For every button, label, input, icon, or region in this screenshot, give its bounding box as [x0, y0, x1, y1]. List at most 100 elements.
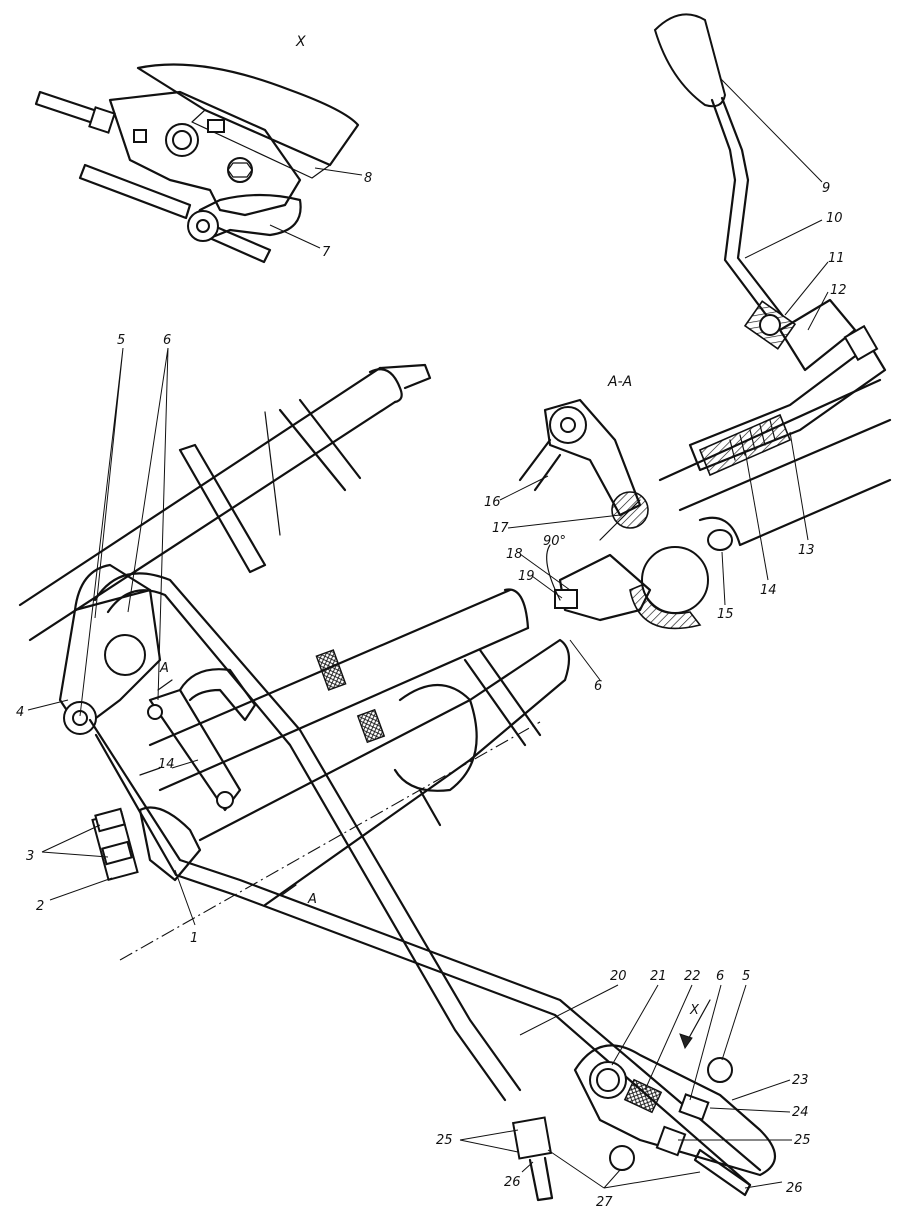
ball-joint-stud-26: [528, 1156, 554, 1202]
knurled-grip-upper: [315, 649, 347, 691]
callout-11: 11: [828, 251, 845, 266]
leader-16: [499, 475, 549, 501]
lower-nut-25: [655, 1125, 687, 1157]
callout-6-lower: 6: [716, 969, 724, 984]
leader-18: [519, 553, 571, 591]
callout-4: 4: [16, 705, 24, 720]
callout-25-left: 25: [436, 1133, 453, 1148]
upper-board: [178, 443, 267, 574]
angle-arc: [546, 544, 561, 601]
column-flange: [393, 683, 478, 792]
lower-bushing-22: [623, 1078, 663, 1114]
callout-14-left: 14: [158, 757, 175, 772]
lever-knob-9: [653, 13, 727, 108]
label-detail-x: X: [295, 34, 306, 50]
callout-16: 16: [484, 495, 501, 510]
leader-6-lower: [689, 984, 722, 1101]
leader-17: [507, 514, 621, 529]
leader-14-left: [171, 759, 199, 769]
leader-25-left: [459, 1129, 519, 1153]
section-tube-wall: [629, 583, 702, 630]
lever-rod-10: [710, 96, 784, 322]
leader-6-section: [569, 639, 601, 681]
section-clamp-18: [558, 553, 652, 622]
lower-hole-27: [609, 1145, 635, 1171]
detail-rod-nut: [88, 106, 116, 134]
lever-4-hub: [104, 634, 146, 676]
housing-end-cap: [843, 324, 879, 362]
callout-14-right: 14: [760, 583, 777, 598]
leader-7: [269, 224, 321, 249]
lever-4-pin-inner: [72, 710, 88, 726]
leader-14-right: [744, 449, 769, 581]
callout-2: 2: [36, 899, 44, 914]
label-section-mark-a-bottom: А: [307, 892, 317, 907]
upper-tube-end: [368, 368, 403, 404]
lever-14-pin: [147, 704, 163, 720]
detail-rod-lower: [78, 163, 192, 220]
leader-1: [174, 869, 196, 926]
knurled-grip-lower: [356, 708, 386, 744]
detail-pivot-inner: [172, 130, 192, 150]
callout-9: 9: [822, 181, 830, 196]
callout-labels: 1 2 3 4 5 6 7 8 9 10 11 12 13 14 14 15 1…: [16, 171, 847, 1210]
section-nut-19: [554, 589, 578, 609]
ball-joint-25: [511, 1116, 553, 1160]
callout-6-section: 6: [594, 679, 602, 694]
arrow-x-head: [679, 1033, 693, 1050]
shaft-15: [658, 378, 892, 512]
callout-25-right: 25: [794, 1133, 811, 1148]
upper-clamp: [278, 398, 362, 492]
leader-20: [519, 984, 619, 1036]
cover-plate: [136, 63, 360, 167]
lower-nut-24: [678, 1093, 710, 1121]
lever-14: [148, 688, 242, 812]
section-aa: А-А 90°: [518, 374, 709, 630]
callout-12: 12: [830, 283, 847, 298]
leader-6: [127, 347, 169, 701]
shaft-15-end: [707, 529, 733, 551]
upper-bracket: [264, 411, 281, 536]
detail-bolt-hex: [227, 162, 253, 178]
callout-26-right: 26: [786, 1181, 803, 1196]
callout-6: 6: [163, 333, 171, 348]
housing-13: [688, 343, 887, 472]
label-section-aa: А-А: [607, 374, 632, 390]
callout-20: 20: [610, 969, 627, 984]
section-lever-hub-inner: [560, 417, 576, 433]
leader-11: [784, 261, 829, 316]
lower-hole-5: [707, 1057, 733, 1083]
lever-14-hook: [178, 668, 257, 722]
leader-15: [721, 551, 726, 606]
lower-tube-end: [503, 588, 530, 630]
leader-21: [611, 984, 659, 1066]
lower-right-assembly: X: [511, 999, 776, 1202]
leader-23: [731, 1079, 791, 1101]
column-housing: [198, 638, 571, 907]
lever-4-top: [73, 563, 152, 612]
callout-21: 21: [650, 969, 667, 984]
leader-13: [789, 431, 809, 541]
callout-1: 1: [190, 931, 198, 946]
lower-boss-21-inner: [596, 1068, 620, 1092]
detail-rod-upper: [34, 90, 102, 126]
nut-3-upper: [94, 807, 126, 833]
cover-plate-edge: [191, 109, 331, 179]
callout-18: 18: [506, 547, 523, 562]
left-linkage: А А: [58, 563, 762, 1187]
callout-5-lower: 5: [742, 969, 750, 984]
leader-9: [719, 77, 823, 183]
leader-26-left: [521, 1161, 534, 1173]
leader-22: [644, 984, 693, 1091]
detail-bolt-head: [227, 157, 253, 183]
angle-ray: [599, 499, 641, 541]
callout-10: 10: [826, 211, 843, 226]
leader-24: [709, 1107, 791, 1113]
leader-26-right: [744, 1181, 783, 1189]
column-assembly: [18, 363, 571, 961]
detail-view-x: X: [34, 34, 360, 264]
upper-tube-shaft: [378, 363, 432, 390]
callout-27: 27: [596, 1195, 613, 1210]
label-section-mark-a-top: А: [159, 661, 169, 676]
